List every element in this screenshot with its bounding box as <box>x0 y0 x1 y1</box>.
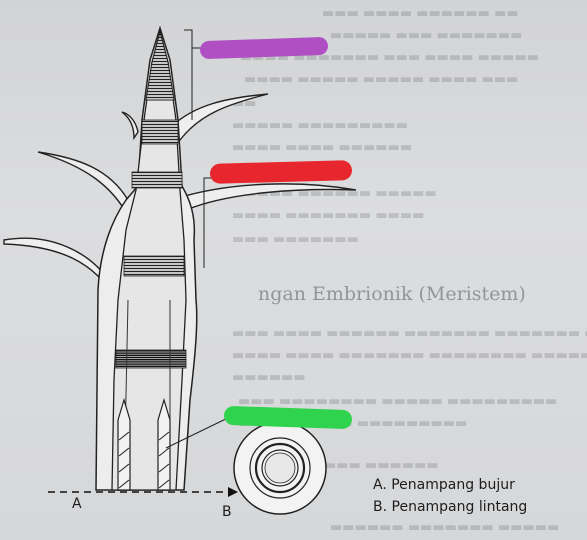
cross-section-ring-3 <box>261 449 299 487</box>
legend-key: A. <box>373 477 387 493</box>
leaf-left-small <box>121 111 139 141</box>
legend-item-a: A. Penampang bujur <box>373 474 527 496</box>
legend-item-b: B. Penampang lintang <box>373 496 527 518</box>
meristem-band-3 <box>131 171 183 189</box>
legend-text: Penampang lintang <box>391 499 528 515</box>
xylem-right <box>157 397 171 491</box>
legend-key: B. <box>373 499 388 515</box>
xylem-left <box>117 397 131 491</box>
leaf-left-middle <box>37 151 129 217</box>
leaf-right-upper <box>171 93 269 142</box>
redaction-marker-middle <box>209 160 353 184</box>
cross-section-ring-2 <box>254 442 306 494</box>
meristem-band-4 <box>123 255 185 277</box>
leader-top <box>184 29 193 120</box>
apical-meristem-zone <box>145 30 175 101</box>
meristem-band-2 <box>141 119 179 145</box>
meristem-band-5 <box>115 349 187 369</box>
cross-section-arrow <box>228 487 238 497</box>
cross-section-pith <box>264 452 296 484</box>
leader-middle <box>203 168 213 268</box>
label-a: A <box>72 496 82 512</box>
legend-text: Penampang bujur <box>391 477 515 493</box>
label-b: B <box>222 504 232 520</box>
leaf-right-lower <box>176 183 357 211</box>
section-heading-fragment: ngan Embrionik (Meristem) <box>258 283 526 305</box>
figure-legend: A. Penampang bujur B. Penampang lintang <box>373 474 527 518</box>
cross-section-ring-1 <box>249 437 311 499</box>
